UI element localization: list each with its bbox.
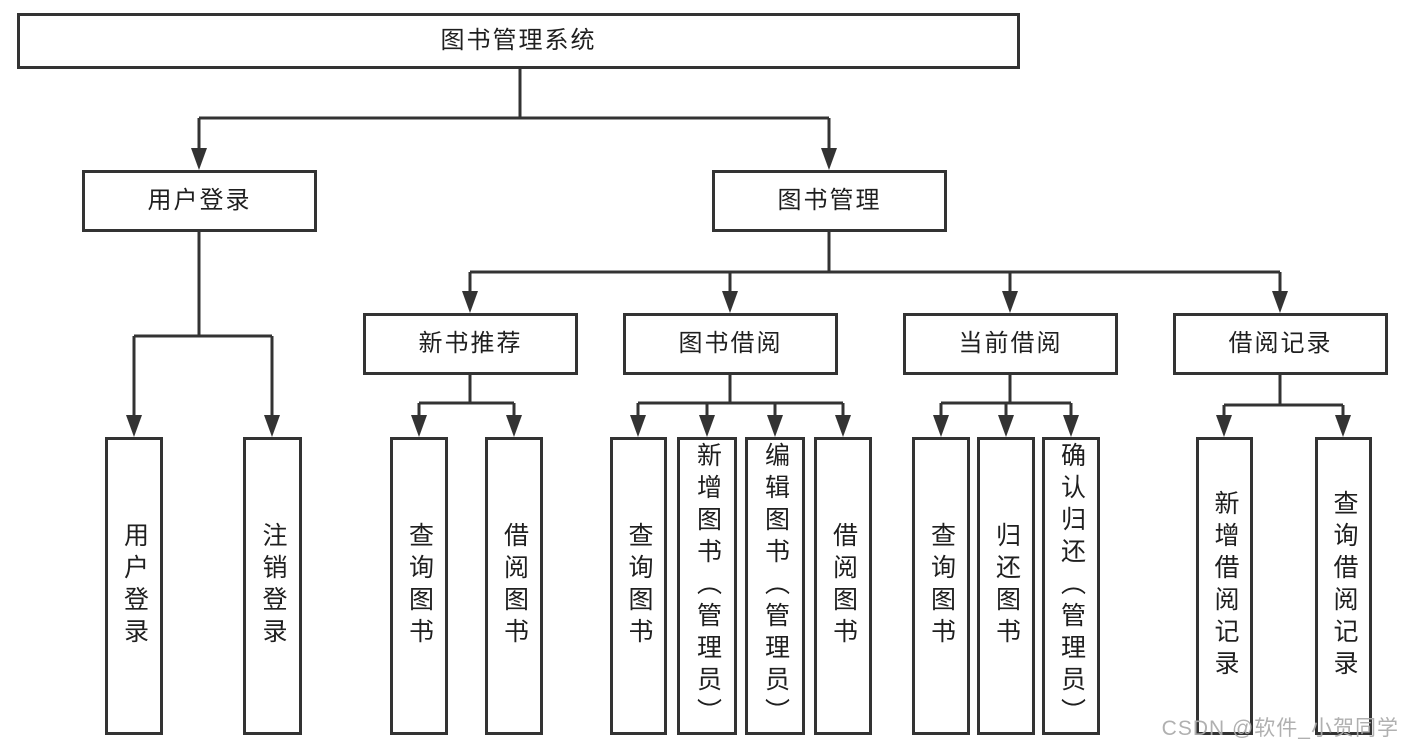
arrow-down-icon [264, 415, 280, 437]
arrow-down-icon [462, 291, 478, 313]
node-label: 新增图书（管理员） [693, 442, 722, 730]
arrow-down-icon [767, 415, 783, 437]
node-borrowing-records: 借阅记录 [1173, 313, 1388, 375]
node-label: 新书推荐 [418, 330, 523, 357]
leaf-logout: 注销登录 [243, 437, 302, 735]
arrow-down-icon [191, 148, 207, 170]
leaf-query-books-recommend: 查询图书 [390, 437, 448, 735]
arrow-down-icon [1272, 291, 1288, 313]
arrow-down-icon [126, 415, 142, 437]
leaf-user-login: 用户登录 [105, 437, 163, 735]
node-label: 注销登录 [259, 522, 287, 650]
node-new-book-recommendation: 新书推荐 [363, 313, 578, 375]
node-label: 查询借阅记录 [1330, 490, 1358, 682]
node-label: 借阅记录 [1228, 330, 1333, 357]
node-label: 编辑图书（管理员） [761, 442, 790, 730]
node-label: 用户登录 [147, 187, 252, 214]
leaf-edit-book-admin: 编辑图书（管理员） [745, 437, 805, 735]
leaf-return-books: 归还图书 [977, 437, 1035, 735]
leaf-query-borrow-record: 查询借阅记录 [1315, 437, 1372, 735]
node-user-login: 用户登录 [82, 170, 317, 232]
arrowhead-icons [126, 148, 1351, 437]
arrow-down-icon [699, 415, 715, 437]
node-label: 借阅图书 [500, 522, 529, 650]
arrow-down-icon [821, 148, 837, 170]
node-label: 当前借阅 [958, 330, 1063, 357]
node-label: 图书借阅 [678, 330, 783, 357]
node-label: 归还图书 [992, 522, 1021, 650]
leaf-borrow-books-borrowing: 借阅图书 [814, 437, 872, 735]
leaf-add-borrow-record: 新增借阅记录 [1196, 437, 1253, 735]
leaf-query-books-current: 查询图书 [912, 437, 970, 735]
arrow-down-icon [506, 415, 522, 437]
arrow-down-icon [1335, 415, 1351, 437]
node-book-borrowing: 图书借阅 [623, 313, 838, 375]
node-current-borrowing: 当前借阅 [903, 313, 1118, 375]
leaf-add-book-admin: 新增图书（管理员） [677, 437, 737, 735]
leaf-borrow-books-recommend: 借阅图书 [485, 437, 543, 735]
arrow-down-icon [1216, 415, 1232, 437]
node-label: 图书管理系统 [440, 27, 597, 54]
node-label: 查询图书 [405, 522, 434, 650]
tree-connector-path [132, 69, 1345, 419]
node-label: 查询图书 [625, 522, 653, 650]
arrow-down-icon [835, 415, 851, 437]
arrow-down-icon [1063, 415, 1079, 437]
node-label: 查询图书 [927, 522, 956, 650]
node-book-management: 图书管理 [712, 170, 947, 232]
leaf-query-books-borrowing: 查询图书 [610, 437, 667, 735]
node-library-system: 图书管理系统 [17, 13, 1020, 69]
node-label: 确认归还（管理员） [1057, 442, 1086, 730]
arrow-down-icon [998, 415, 1014, 437]
arrow-down-icon [630, 415, 646, 437]
arrow-down-icon [411, 415, 427, 437]
leaf-confirm-return-admin: 确认归还（管理员） [1042, 437, 1100, 735]
arrow-down-icon [1002, 291, 1018, 313]
node-label: 新增借阅记录 [1211, 490, 1239, 682]
arrow-down-icon [933, 415, 949, 437]
csdn-watermark: CSDN @软件_小贺同学 [1161, 717, 1399, 740]
node-label: 借阅图书 [829, 522, 858, 650]
arrow-down-icon [722, 291, 738, 313]
node-label: 用户登录 [120, 522, 149, 650]
node-label: 图书管理 [777, 187, 882, 214]
